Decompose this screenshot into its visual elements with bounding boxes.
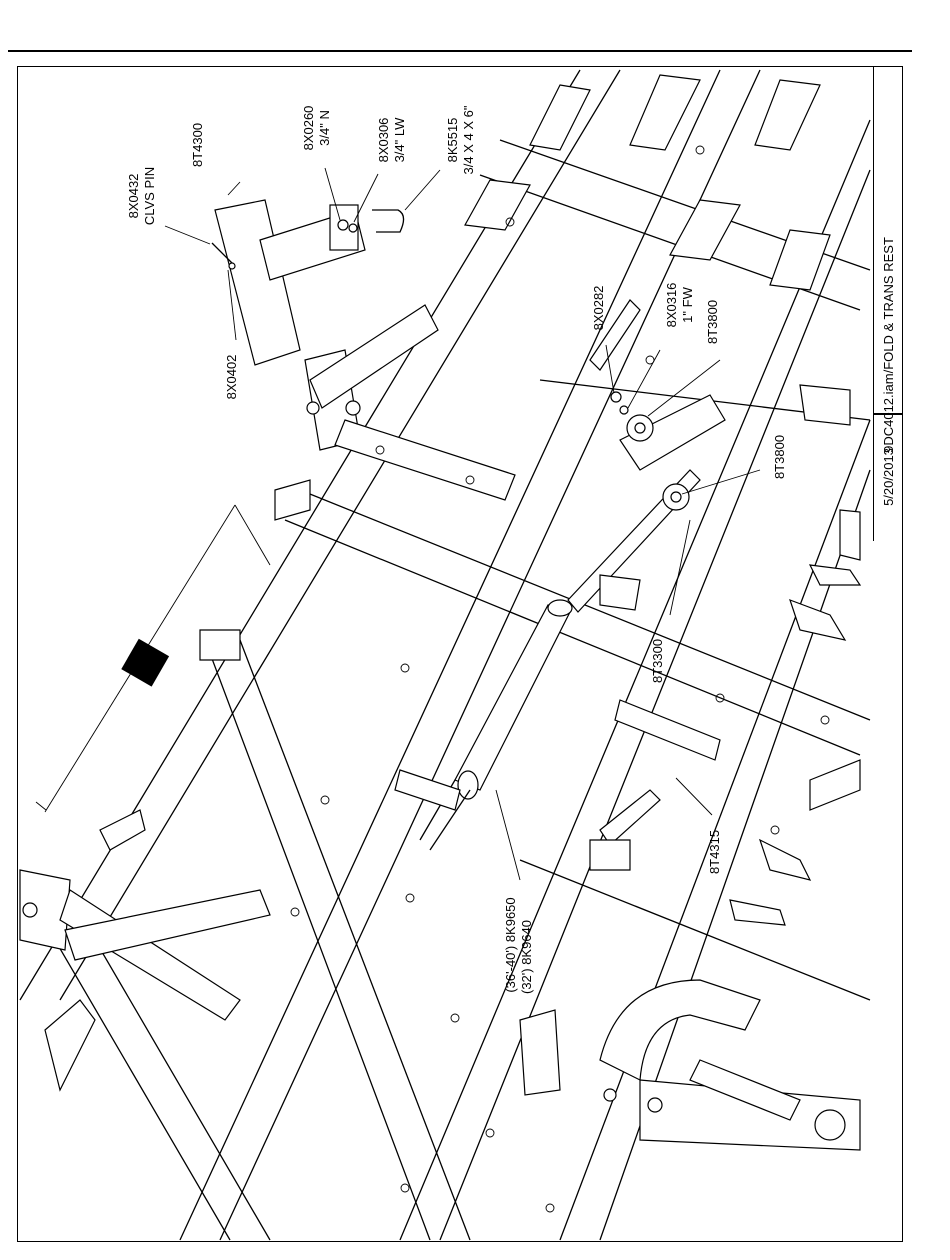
frame-structure [20,70,870,1240]
callout-cylinder-desc: (32') 8K9640 [519,920,534,994]
callout-8X0260-desc: 3/4" N [317,110,332,146]
callout-8X0316-part: 8X0316 [664,283,679,328]
spindles [730,385,860,925]
callout-8K5515-part: 8K5515 [445,118,460,163]
callout-8X0306-desc: 3/4" LW [392,117,407,163]
callout-8T4315: 8T4315 [707,830,722,874]
callout-8T4300: 8T4300 [190,123,205,167]
wheel-arm-assembly [520,980,860,1150]
u-bolt-icon [372,210,404,232]
cross-members [20,140,870,1240]
left-end-bracket [20,870,270,1090]
ladder-rungs [465,75,830,290]
detail-holes [291,146,829,1212]
drawing-date: 5/20/2013 [881,448,896,506]
callout-8T3300: 8T3300 [650,639,665,683]
drawing-name: 9DC4012.iam/FOLD & TRANS REST [881,237,896,453]
callout-8T3800-lower: 8T3800 [772,435,787,479]
callout-8K5515-desc: 3/4 X 4 X 6" [461,105,476,174]
callout-8X0402: 8X0402 [224,355,239,400]
hex-nut-icon [338,220,348,230]
pivot-plates [611,392,725,510]
callout-8X0306-part: 8X0306 [376,118,391,163]
callout-8X0260-part: 8X0260 [301,106,316,151]
callout-8T3800-upper: 8T3800 [705,300,720,344]
callout-8X0316-desc: 1" FW [680,286,695,322]
transport-rest [215,200,515,500]
callout-8X0282: 8X0282 [591,286,606,331]
callout-8X0432-part: 8X0432 [126,174,141,219]
callout-cylinder-part: (36'-40') 8K9650 [503,897,518,992]
lock-washer-icon [349,224,357,232]
callout-8X0432-desc: CLVS PIN [142,167,157,225]
